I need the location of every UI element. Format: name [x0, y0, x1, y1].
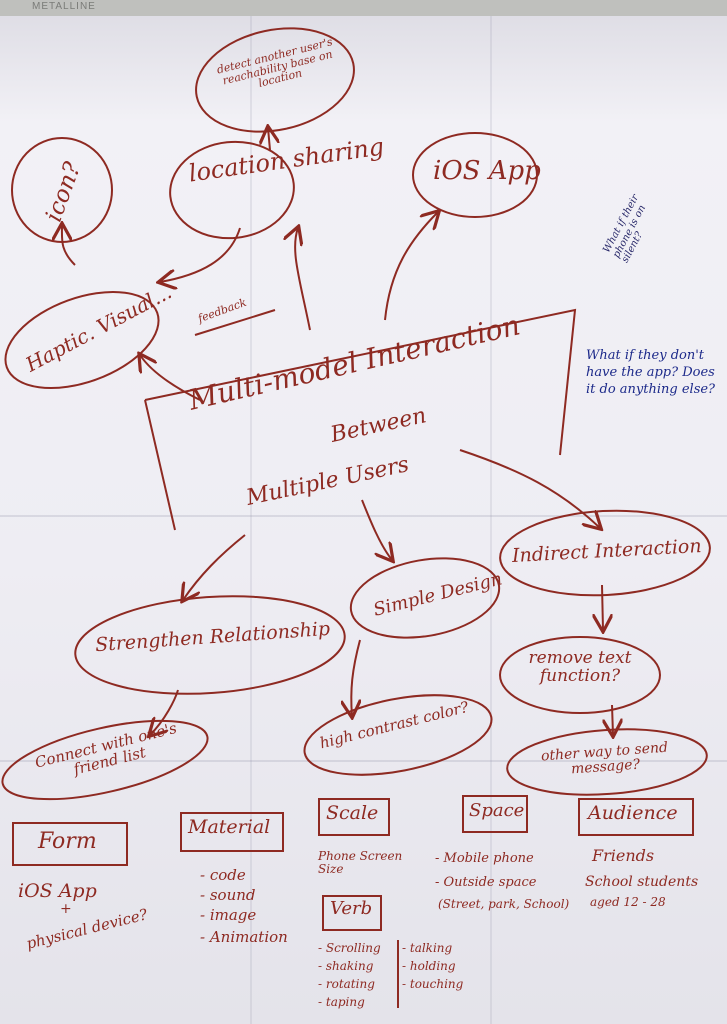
arrow — [361, 499, 392, 560]
verb-item: - holding — [402, 959, 456, 973]
high-contrast-ellipse — [303, 694, 493, 776]
arrow — [268, 128, 270, 151]
paper-fold — [490, 0, 492, 1024]
arrow — [160, 227, 241, 282]
space-item: - Outside space — [435, 875, 537, 890]
space-item: (Street, park, School) — [438, 897, 570, 911]
material-item: - Animation — [200, 928, 288, 946]
arrow — [602, 584, 603, 630]
form-item: iOS App — [18, 880, 97, 902]
verb-item: - shaking — [318, 959, 374, 973]
ios-app-label: iOS App — [433, 156, 541, 186]
paper-fold — [0, 515, 727, 517]
verb-item: - rotating — [318, 977, 375, 991]
verb-item: - taping — [318, 995, 365, 1009]
form-title: Form — [38, 829, 97, 854]
verb-title: Verb — [330, 898, 373, 919]
space-title: Space — [469, 800, 525, 821]
simple-design-ellipse — [349, 557, 501, 639]
arrow — [150, 689, 179, 735]
arrow — [140, 355, 201, 401]
space-box — [462, 795, 528, 833]
arrow — [351, 639, 360, 716]
strengthen-ellipse — [74, 595, 346, 695]
arrow — [183, 534, 246, 600]
verb-box — [322, 895, 382, 931]
scale-item: Phone Screen Size — [318, 849, 403, 876]
scale-title: Scale — [326, 802, 379, 824]
scale-box — [318, 798, 390, 836]
material-box — [180, 812, 284, 852]
material-item: - code — [200, 866, 246, 884]
material-item: - sound — [200, 886, 256, 904]
remove-text-label: remove text function? — [528, 648, 632, 686]
material-title: Material — [188, 816, 271, 838]
arrow — [295, 228, 311, 331]
paper-fold — [250, 0, 252, 1024]
main-topic-frame — [144, 308, 577, 531]
remove-text-ellipse — [499, 636, 661, 714]
audience-item: School students — [585, 874, 699, 890]
arrow — [612, 704, 613, 735]
connect-ellipse — [1, 719, 209, 801]
verb-item: - talking — [402, 941, 453, 955]
feedback-underline — [194, 309, 276, 336]
audience-item: aged 12 - 28 — [590, 895, 666, 909]
verb-item: - Scrolling — [318, 941, 381, 955]
haptic-ellipse — [4, 290, 160, 390]
paper-fold — [0, 760, 727, 762]
arrow — [62, 225, 76, 266]
detect-ellipse — [195, 27, 355, 133]
audience-item: Friends — [592, 846, 655, 865]
no-app-note: What if they don't have the app? Does it… — [586, 348, 716, 397]
brand-label: METALLINE — [32, 1, 96, 12]
material-item: - image — [200, 906, 257, 924]
audience-box — [578, 798, 694, 836]
form-item: + — [60, 901, 72, 917]
verb-item: - touching — [402, 977, 464, 991]
arrow — [459, 449, 600, 528]
audience-title: Audience — [588, 802, 678, 824]
ios-app-ellipse — [412, 132, 538, 218]
form-box — [12, 822, 128, 866]
arrow — [384, 212, 438, 321]
sheet-header-strip: METALLINE — [0, 0, 727, 16]
space-item: - Mobile phone — [435, 851, 534, 866]
